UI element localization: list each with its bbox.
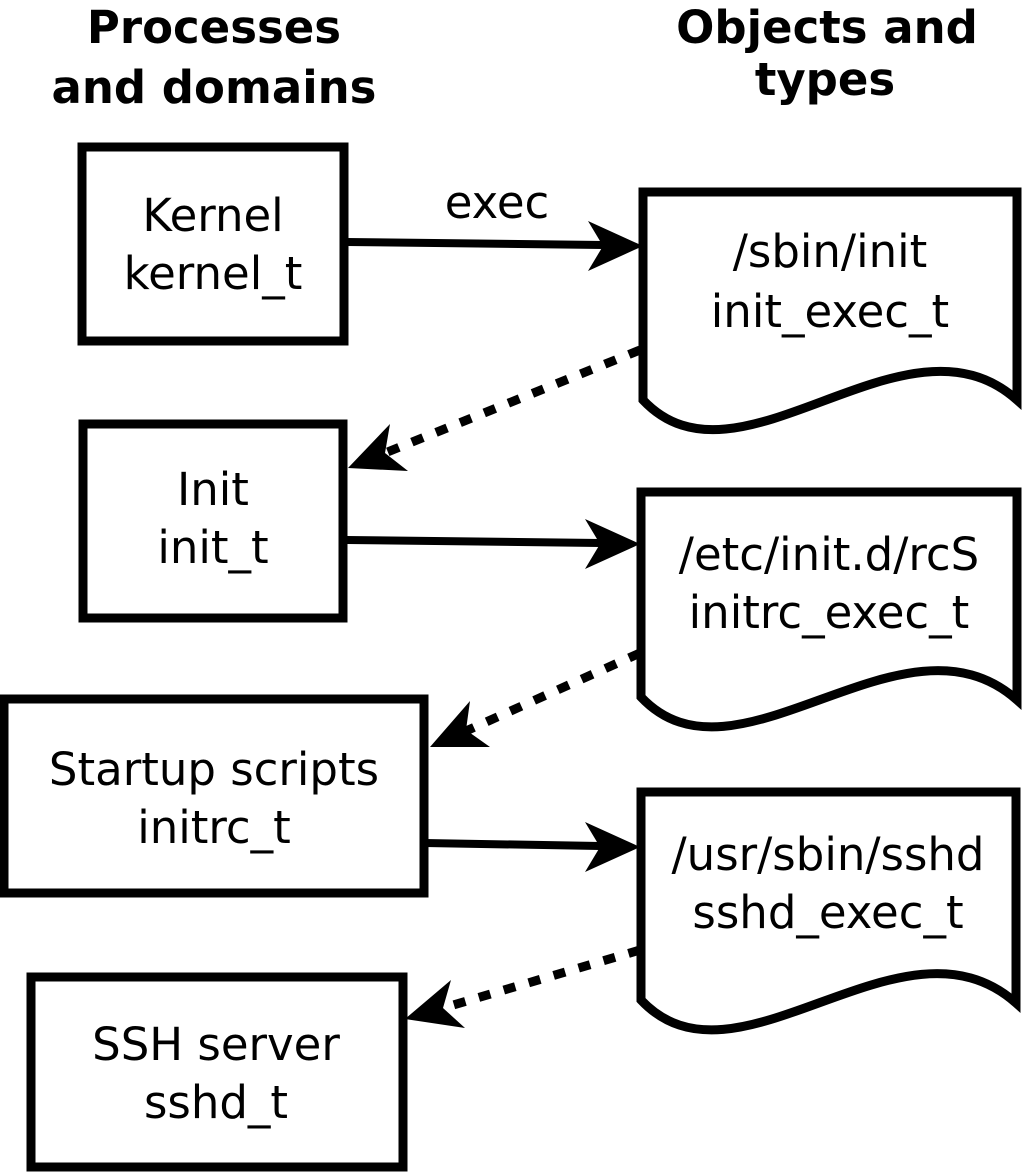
process-box-ssh-server-rect xyxy=(26,972,408,1172)
process-box-ssh-server: SSH server sshd_t xyxy=(26,972,408,1172)
process-box-init: Init init_t xyxy=(78,419,348,623)
exec-arrow-init-arrowhead-icon xyxy=(585,519,640,569)
object-doc-usr-sbin-sshd-shape xyxy=(636,787,1021,1035)
transition-arrow-sshd-to-ssh-server xyxy=(405,945,642,1028)
object-doc-usr-sbin-sshd-path: /usr/sbin/sshd xyxy=(672,828,985,881)
exec-arrow-startup-shaft xyxy=(424,839,601,850)
exec-arrow-kernel-shaft xyxy=(346,238,604,249)
object-doc-etc-initd-rcs-path: /etc/init.d/rcS xyxy=(679,528,979,581)
exec-arrow-startup-to-sshd xyxy=(424,822,640,872)
header-objects-line2: types xyxy=(755,53,895,106)
exec-arrow-init-shaft xyxy=(346,536,601,547)
object-doc-etc-initd-rcs-type: initrc_exec_t xyxy=(689,586,970,639)
transition-arrow-2-shaft xyxy=(464,648,642,736)
column-header-processes: Processes and domains xyxy=(52,1,377,114)
object-doc-etc-initd-rcs-shape xyxy=(636,487,1022,732)
exec-arrow-kernel-arrowhead-icon xyxy=(588,221,643,271)
object-doc-sbin-init-path: /sbin/init xyxy=(733,225,928,278)
process-box-ssh-server-domain: sshd_t xyxy=(144,1076,288,1129)
exec-arrow-startup-arrowhead-icon xyxy=(585,822,640,872)
transition-arrow-1-arrowhead-icon xyxy=(348,424,408,471)
column-header-objects: Objects and types xyxy=(676,1,978,106)
header-processes-line2: and domains xyxy=(52,61,377,114)
object-doc-sbin-init-type: init_exec_t xyxy=(711,285,949,338)
process-box-ssh-server-label: SSH server xyxy=(92,1018,340,1071)
transition-arrow-2-arrowhead-icon xyxy=(430,701,490,747)
transition-arrow-sbin-init-to-init xyxy=(348,345,642,471)
process-box-init-label: Init xyxy=(177,463,249,516)
process-box-kernel-domain: kernel_t xyxy=(124,247,303,300)
header-processes-line1: Processes xyxy=(87,1,341,54)
process-box-kernel: Kernel kernel_t xyxy=(77,142,349,346)
header-objects-line1: Objects and xyxy=(676,1,978,54)
exec-arrow-kernel-to-sbin-init: exec xyxy=(346,176,643,271)
object-doc-usr-sbin-sshd: /usr/sbin/sshd sshd_exec_t xyxy=(636,787,1021,1035)
process-box-startup-scripts-label: Startup scripts xyxy=(49,743,379,796)
transition-arrow-rcs-to-startup xyxy=(430,648,642,747)
object-doc-sbin-init: /sbin/init init_exec_t xyxy=(638,187,1022,435)
process-box-init-domain: init_t xyxy=(157,521,268,574)
exec-arrow-init-to-rcs xyxy=(346,519,640,569)
process-box-startup-scripts-domain: initrc_t xyxy=(137,801,291,854)
exec-arrow-label: exec xyxy=(445,176,550,229)
process-box-startup-scripts: Startup scripts initrc_t xyxy=(0,694,429,898)
object-doc-sbin-init-shape xyxy=(638,187,1022,435)
process-box-init-rect xyxy=(78,419,348,623)
transition-arrow-1-shaft xyxy=(383,345,642,458)
process-box-kernel-rect xyxy=(77,142,349,346)
object-doc-usr-sbin-sshd-type: sshd_exec_t xyxy=(692,886,963,939)
process-box-kernel-label: Kernel xyxy=(142,189,283,242)
transition-arrow-3-arrowhead-icon xyxy=(405,980,465,1028)
process-box-startup-scripts-rect xyxy=(0,694,429,898)
object-doc-etc-initd-rcs: /etc/init.d/rcS initrc_exec_t xyxy=(636,487,1022,732)
transition-arrow-3-shaft xyxy=(441,945,642,1013)
